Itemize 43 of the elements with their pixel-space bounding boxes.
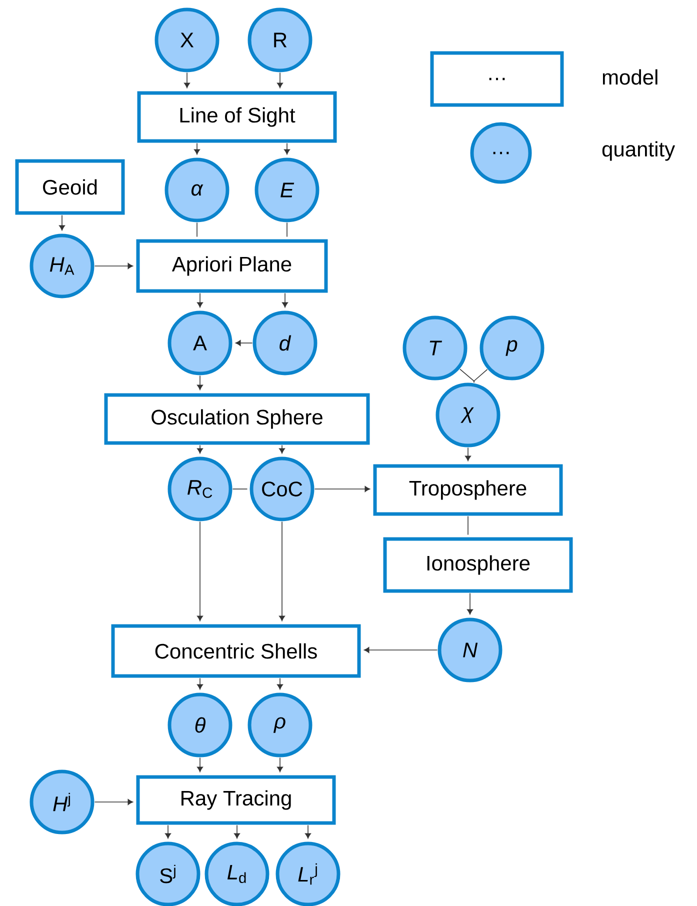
connector [197, 521, 203, 622]
connector [59, 214, 65, 231]
connector [234, 824, 240, 839]
connector [94, 263, 134, 269]
connector [165, 824, 171, 839]
model-box: Osculation Sphere [104, 393, 370, 445]
model-box: Geoid [15, 159, 125, 215]
connector [277, 72, 283, 88]
connector [235, 340, 253, 346]
model-box: Ionosphere [383, 537, 573, 593]
connector [277, 678, 283, 690]
connector [197, 678, 203, 690]
connector [314, 486, 370, 492]
legend-label: model [602, 69, 658, 85]
connector [460, 368, 474, 383]
legend-label: quantity [602, 141, 676, 161]
connector [196, 222, 198, 238]
connector [184, 72, 190, 88]
connector [474, 369, 488, 383]
model-box: Apriori Plane [136, 239, 328, 293]
connector [94, 799, 134, 805]
model-box: Line of Sight [137, 91, 337, 143]
connector [364, 647, 438, 653]
connector [282, 292, 288, 308]
connector [279, 444, 285, 454]
connector [279, 521, 285, 622]
connector [232, 488, 248, 490]
connector [305, 824, 311, 839]
connector [284, 142, 290, 155]
connector [194, 142, 200, 155]
connector [197, 757, 203, 772]
connector [197, 375, 203, 390]
connector [465, 447, 471, 462]
legend-quantity-sample: … [470, 122, 532, 184]
model-box: Ray Tracing [136, 775, 336, 825]
connector [286, 222, 288, 238]
connector [197, 444, 203, 454]
connector [467, 592, 473, 615]
connector [277, 757, 283, 772]
model-box: Troposphere [373, 464, 563, 516]
model-box: Concentric Shells [111, 624, 361, 678]
legend-model-sample: … [430, 51, 564, 107]
connector [197, 292, 203, 308]
